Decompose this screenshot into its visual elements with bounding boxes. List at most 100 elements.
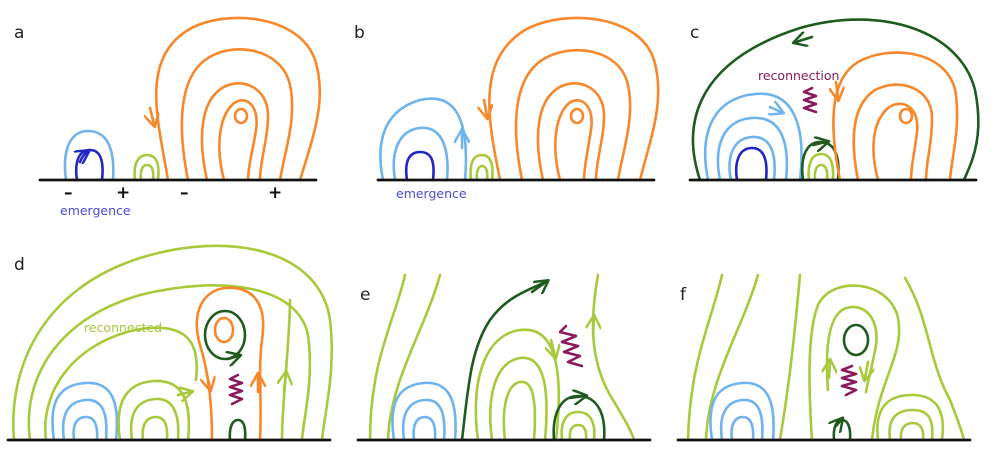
light-green-open-line-3 (591, 273, 636, 442)
light-blue-loop-inner (412, 415, 437, 442)
light-green-loop-outer (117, 379, 191, 442)
light-green-loop-arrow (176, 392, 190, 395)
orange-center-loop (233, 107, 249, 125)
orange-loop-3 (536, 82, 606, 182)
dark-green-island-center (842, 323, 870, 357)
light-blue-loop-middle (61, 398, 108, 442)
dark-blue-loop (74, 148, 104, 182)
panel-b: b emergence (354, 16, 660, 201)
light-green-loop-inner (502, 380, 537, 442)
orange-loop-2 (852, 83, 934, 182)
light-blue-loop-outer (703, 92, 803, 182)
dark-blue-arrow (80, 152, 87, 162)
light-green-arrow-up (829, 362, 830, 380)
light-green-loop-outer (469, 153, 494, 182)
light-blue-loop-inner (728, 135, 776, 182)
panel-letter-d: d (14, 255, 25, 275)
light-green-open-line-2 (386, 273, 442, 442)
panel-c: c reconnection (688, 18, 980, 182)
light-blue-loop-inner (72, 415, 99, 442)
light-green-arc-middle (27, 284, 312, 442)
panel-letter-e: e (360, 285, 370, 305)
light-green-arc-inner (43, 326, 199, 442)
polarity-plus-1: + (116, 183, 130, 203)
light-green-arc-rising (280, 298, 292, 442)
light-green-loop-inner (475, 164, 489, 182)
polarity-plus-2: + (268, 183, 282, 203)
light-blue-loop (63, 129, 115, 182)
dark-green-arrow (796, 37, 814, 42)
panel-a: a – + – + emergence (14, 16, 322, 218)
light-blue-loop-outer (51, 381, 119, 442)
panel-letter-a: a (14, 23, 24, 43)
dark-green-island-outer (203, 309, 247, 361)
light-green-open-line-4 (903, 276, 966, 442)
light-green-loop-arrow (551, 338, 555, 356)
light-blue-loop-outer (709, 381, 775, 442)
orange-loop-3 (200, 82, 270, 182)
light-green-island-inner (825, 305, 878, 394)
panel-e: e (356, 273, 652, 442)
light-green-open-line-3 (778, 273, 802, 442)
panel-letter-c: c (690, 23, 699, 43)
orange-loop-4 (218, 99, 258, 182)
dark-green-open-line (460, 280, 547, 442)
light-green-arc-outer (12, 244, 334, 442)
orange-center-loop (569, 107, 585, 125)
polarity-minus-1: – (64, 183, 73, 203)
light-green-open-line-1 (686, 273, 724, 442)
light-green-arrow-down (865, 360, 868, 378)
reconnection-squiggle (840, 364, 858, 397)
light-green-small-inner (568, 423, 588, 442)
reconnection-squiggle (228, 373, 244, 406)
orange-island-inner (213, 316, 235, 344)
light-green-open-line-1 (368, 273, 407, 442)
light-blue-loop-middle (392, 126, 449, 182)
dark-green-arrow (530, 282, 546, 292)
label-reconnection: reconnection (758, 68, 839, 83)
light-green-loop-outer (474, 328, 561, 442)
dark-blue-loop (734, 146, 768, 182)
dark-green-small-loop (228, 418, 247, 442)
dark-green-small-arrow (811, 142, 826, 145)
orange-arrow (150, 106, 154, 124)
light-blue-arrow (770, 107, 781, 112)
dark-green-small-loop (832, 418, 852, 442)
dark-blue-loop (404, 150, 435, 182)
light-blue-loop-outer (391, 381, 457, 442)
orange-loop-2 (180, 48, 294, 182)
orange-arrow (836, 80, 838, 98)
light-green-loop-inner (141, 415, 169, 442)
orange-arrow (484, 98, 487, 116)
polarity-minus-2: – (180, 183, 189, 203)
light-green-loop-outer (807, 152, 835, 182)
label-emergence-a: emergence (60, 203, 131, 218)
dark-green-small-arrow (568, 396, 584, 398)
light-green-arrow (284, 374, 286, 392)
light-green-small-outer (560, 410, 596, 442)
reconnection-squiggle (802, 86, 818, 114)
panel-letter-b: b (354, 23, 365, 43)
reconnection-squiggle (558, 324, 584, 368)
orange-loop-4 (554, 99, 593, 182)
orange-loop-2 (514, 48, 632, 182)
light-green-open-line-2 (704, 273, 760, 442)
light-blue-loop-middle (719, 398, 764, 442)
dark-green-island-arrow (228, 356, 238, 359)
dark-green-large-loop (691, 18, 980, 182)
light-green-loop-inner (899, 421, 925, 442)
light-green-loop-outer (133, 153, 160, 182)
light-blue-loop-middle (716, 116, 789, 182)
orange-center-loop (898, 107, 914, 125)
orange-arrow-down (206, 368, 210, 388)
panel-f: f (676, 273, 972, 442)
label-emergence-b: emergence (396, 186, 467, 201)
light-green-loop-inner (813, 163, 829, 182)
orange-loop-1 (488, 16, 660, 182)
dark-green-small-arrow (836, 420, 841, 426)
orange-loop-1 (154, 16, 322, 182)
light-green-loop-outer (876, 393, 945, 442)
light-green-loop-middle (489, 356, 548, 442)
light-green-loop-middle (888, 408, 934, 442)
orange-loop-1 (832, 51, 959, 182)
